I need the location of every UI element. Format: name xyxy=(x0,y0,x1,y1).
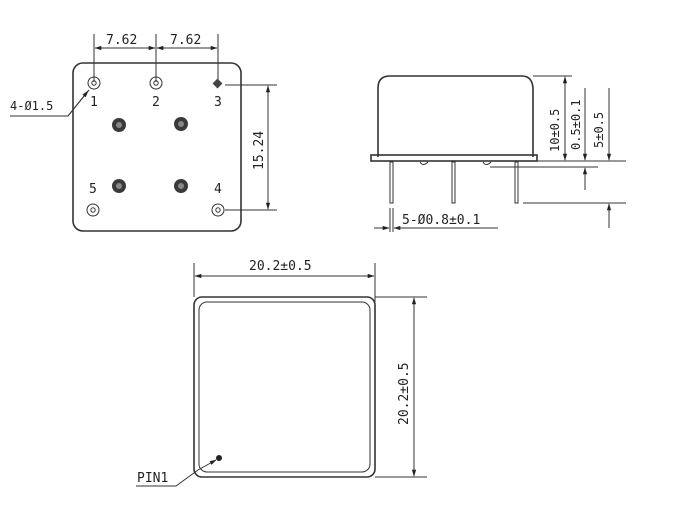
pin1-marker xyxy=(216,455,222,461)
top-view-inner xyxy=(198,301,371,473)
pin-diameter-callout: 5-Ø0.8±0.1 xyxy=(402,213,480,228)
dim-height-label: 20.2±0.5 xyxy=(397,362,412,425)
side-view: 10±0.5 0.5±0.1 5±0.5 5-Ø0.8±0.1 xyxy=(370,75,626,232)
lead-2 xyxy=(451,161,456,204)
pin-1 xyxy=(87,76,101,90)
dim-width-label: 20.2±0.5 xyxy=(249,259,312,274)
pin-label-1: 1 xyxy=(90,95,98,110)
internal-posts xyxy=(112,117,188,193)
dim-pitch-vertical-label: 15.24 xyxy=(252,131,267,170)
pin-label-2: 2 xyxy=(152,95,160,110)
bottom-view: 7.62 7.62 1 2 3 4 5 xyxy=(10,33,277,232)
dim-pin-length-label: 5±0.5 xyxy=(592,112,606,148)
top-view: 20.2±0.5 20.2±0.5 PIN1 xyxy=(136,259,427,487)
dim-pitch-left-label: 7.62 xyxy=(106,33,137,48)
pin-label-3: 3 xyxy=(214,95,222,110)
top-view-outer xyxy=(193,296,376,478)
pin-5 xyxy=(86,203,100,217)
dim-pitch-right-label: 7.62 xyxy=(170,33,201,48)
lead-1 xyxy=(389,161,394,204)
pin1-label: PIN1 xyxy=(137,471,168,486)
bottom-view-body xyxy=(72,62,242,232)
dim-height-total-label: 10±0.5 xyxy=(548,109,562,152)
pin-label-5: 5 xyxy=(89,182,97,197)
pin-3 xyxy=(212,78,223,89)
pin-4 xyxy=(211,203,225,217)
dim-standoff-label: 0.5±0.1 xyxy=(569,99,583,150)
pin-2 xyxy=(149,76,163,90)
hole-callout: 4-Ø1.5 xyxy=(10,99,53,113)
side-view-base xyxy=(370,154,538,162)
lead-3 xyxy=(514,161,519,204)
pin-label-4: 4 xyxy=(214,182,222,197)
side-view-can xyxy=(377,75,534,157)
